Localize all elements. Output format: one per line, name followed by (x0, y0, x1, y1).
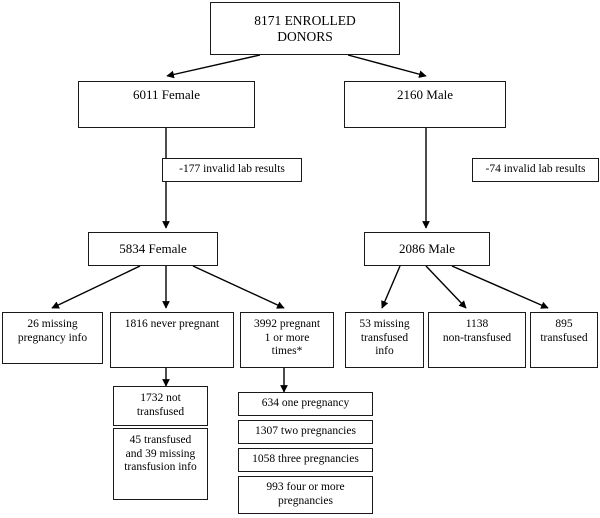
node-enrolled-donors-label: 8171 ENROLLED DONORS (254, 12, 356, 44)
edge-enrolled-to-male (347, 54, 427, 78)
node-male-non-transfused: 1138 non-transfused (428, 312, 526, 368)
node-never-pregnant-transfused-missing-label: 45 transfused and 39 missing transfusion… (124, 434, 197, 474)
node-male-label: 2160 Male (397, 87, 453, 102)
node-female: 6011 Female (78, 81, 255, 128)
node-pregnant-one-or-more-label: 3992 pregnant 1 or more times* (253, 318, 321, 358)
node-three-pregnancies: 1058 three pregnancies (238, 448, 373, 472)
node-female-invalid-lab-results-label: -177 invalid lab results (179, 163, 285, 176)
node-male-valid: 2086 Male (364, 232, 490, 266)
node-female-invalid-lab-results: -177 invalid lab results (162, 158, 302, 182)
node-three-pregnancies-label: 1058 three pregnancies (252, 453, 359, 466)
node-four-or-more-pregnancies-label: 993 four or more pregnancies (266, 481, 345, 507)
node-male-valid-label: 2086 Male (399, 241, 455, 257)
node-one-pregnancy-label: 634 one pregnancy (261, 397, 350, 410)
node-never-pregnant-label: 1816 never pregnant (124, 318, 220, 330)
node-female-valid-label: 5834 Female (119, 241, 187, 257)
node-male-missing-transfused-info-label: 53 missing transfused info (359, 318, 410, 358)
node-never-pregnant-not-transfused: 1732 not transfused (113, 386, 208, 426)
edge-male-valid-to-non-transfused (425, 265, 467, 309)
node-two-pregnancies-label: 1307 two pregnancies (255, 425, 356, 438)
node-enrolled-donors: 8171 ENROLLED DONORS (210, 2, 400, 55)
node-male-missing-transfused-info: 53 missing transfused info (345, 312, 424, 368)
node-female-missing-pregnancy-info-label: 26 missing pregnancy info (17, 318, 88, 344)
node-male-non-transfused-label: 1138 non-transfused (442, 318, 512, 344)
node-two-pregnancies: 1307 two pregnancies (238, 420, 373, 444)
edge-male-valid-to-transfused (451, 265, 549, 309)
edge-female-valid-to-missing (51, 265, 141, 309)
node-four-or-more-pregnancies: 993 four or more pregnancies (238, 476, 373, 514)
edge-female-valid-to-pregnant (192, 265, 285, 309)
node-female-valid: 5834 Female (88, 232, 218, 266)
node-never-pregnant-transfused-missing: 45 transfused and 39 missing transfusion… (113, 428, 208, 500)
node-male-invalid-lab-results-label: -74 invalid lab results (485, 163, 586, 176)
edge-male-valid-to-missing (381, 265, 401, 309)
node-one-pregnancy: 634 one pregnancy (238, 392, 373, 416)
node-male-transfused: 895 transfused (530, 312, 598, 368)
node-female-label: 6011 Female (132, 87, 201, 102)
edge-enrolled-to-female (166, 54, 261, 79)
node-pregnant-one-or-more: 3992 pregnant 1 or more times* (240, 312, 334, 368)
node-male-invalid-lab-results: -74 invalid lab results (472, 158, 599, 182)
node-male: 2160 Male (344, 81, 506, 128)
node-female-missing-pregnancy-info: 26 missing pregnancy info (2, 312, 103, 364)
node-never-pregnant: 1816 never pregnant (110, 312, 234, 368)
node-never-pregnant-not-transfused-label: 1732 not transfused (136, 392, 185, 418)
node-male-transfused-label: 895 transfused (540, 318, 588, 344)
